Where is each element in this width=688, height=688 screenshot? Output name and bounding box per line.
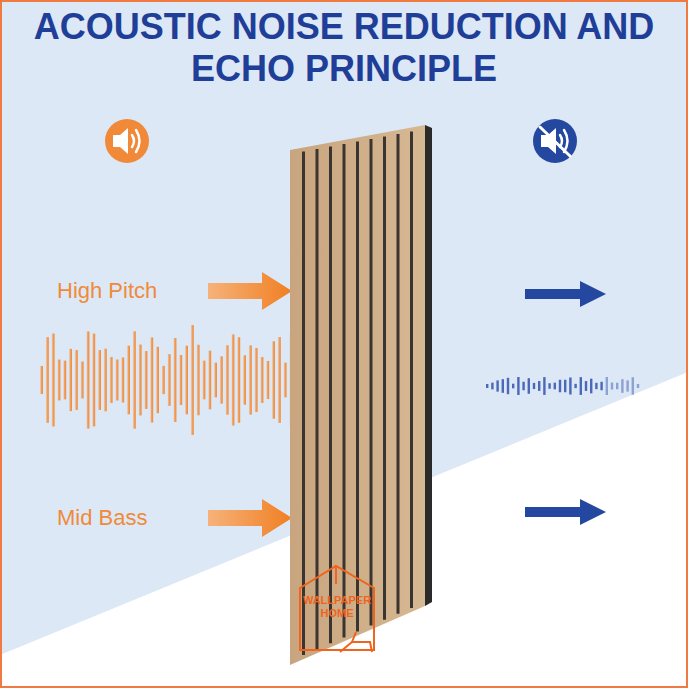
input-waveform	[40, 325, 316, 435]
mute-icon	[533, 119, 577, 163]
acoustic-panel	[290, 125, 432, 665]
watermark: WALLPAPER HOME	[300, 594, 374, 620]
title: ACOUSTIC NOISE REDUCTION AND ECHO PRINCI…	[14, 6, 674, 90]
input-arrow	[208, 499, 292, 537]
output-waveform	[486, 377, 639, 395]
watermark-logo	[300, 566, 374, 652]
input-arrow	[208, 272, 292, 310]
speaker-icon	[105, 119, 149, 163]
frequency-label: High Pitch	[57, 278, 157, 304]
output-arrow	[525, 281, 606, 307]
frequency-label: Mid Bass	[57, 505, 147, 531]
output-arrow	[525, 499, 606, 525]
